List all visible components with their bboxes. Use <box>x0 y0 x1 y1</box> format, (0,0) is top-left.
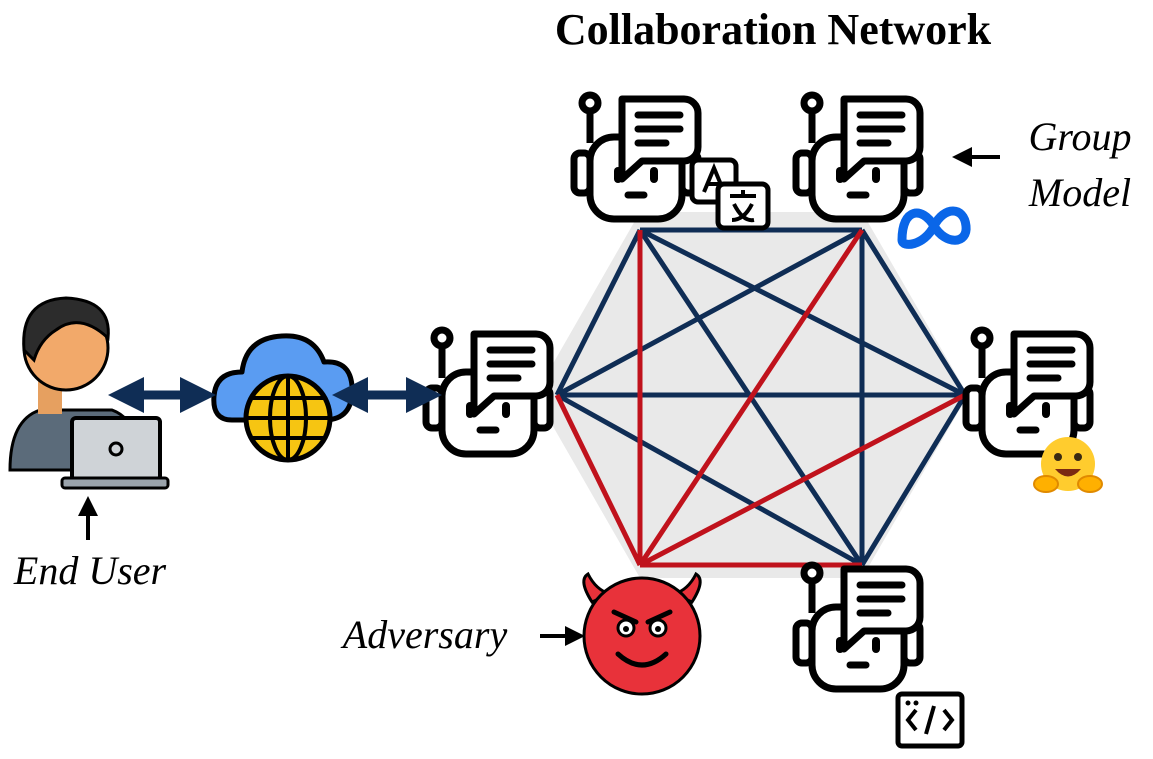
edge <box>554 393 643 567</box>
edge <box>554 228 643 397</box>
group-model-label-line1: Group <box>1029 114 1132 159</box>
edge <box>555 392 864 568</box>
robot-chat-icon <box>966 330 1090 454</box>
robot-chat-icon <box>796 565 920 689</box>
hugging-face-icon <box>1033 437 1103 493</box>
diagram-title: Collaboration Network <box>555 5 992 54</box>
robot-meta-node <box>796 95 920 219</box>
cloud-globe-icon <box>211 333 355 463</box>
robot-translate-node <box>574 95 698 219</box>
robot-chat-icon <box>574 95 698 219</box>
devil-face-icon <box>582 571 702 696</box>
edge <box>859 393 968 567</box>
end-user-label: End User <box>13 548 167 593</box>
translate-icon <box>689 157 771 231</box>
adversary-edges <box>554 228 967 568</box>
edge <box>638 227 967 398</box>
edge <box>859 228 968 397</box>
adversary-label: Adversary <box>340 612 508 657</box>
edge <box>637 228 865 567</box>
user-laptop-icon <box>8 296 170 490</box>
robot-chat-icon <box>796 95 920 219</box>
group-model-label-line2: Model <box>1028 170 1131 215</box>
robot-huggingface-node <box>966 330 1090 454</box>
robot-gateway-node <box>426 330 550 454</box>
edge <box>555 227 864 398</box>
edge <box>638 392 967 568</box>
robot-chat-icon <box>426 330 550 454</box>
code-icon <box>895 691 965 749</box>
robot-code-node <box>796 565 920 689</box>
meta-logo-icon <box>897 206 971 249</box>
